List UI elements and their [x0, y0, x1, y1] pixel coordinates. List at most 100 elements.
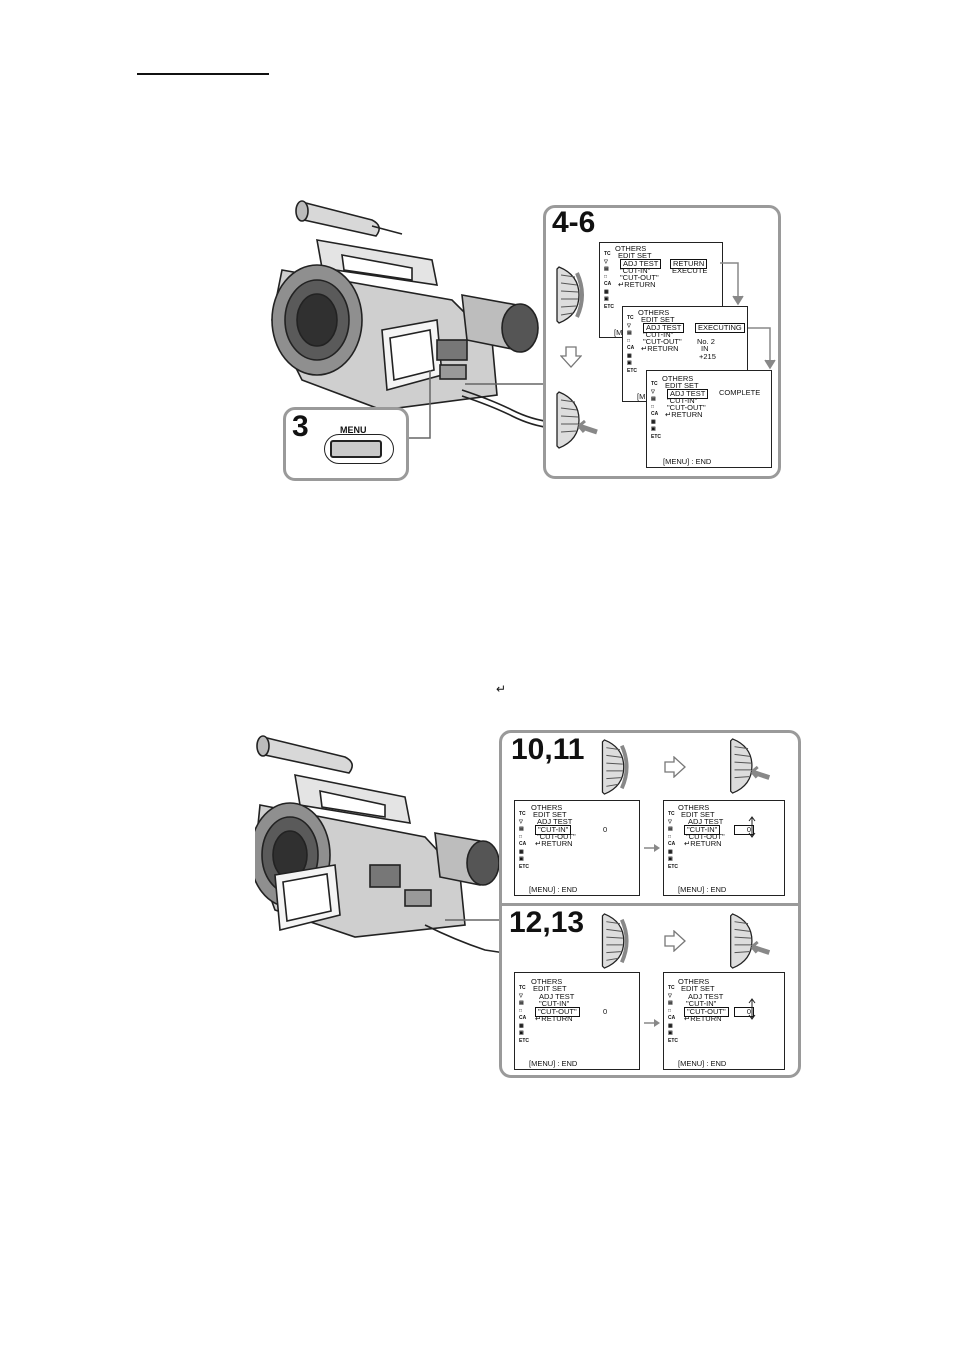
display-icon: ▤ — [668, 826, 673, 832]
ca-icon: CA — [668, 841, 676, 847]
screen-footer: [MENU] : END — [678, 1059, 727, 1068]
menu-screen-a2: OTHERS EDIT SET ADJ TEST "CUT-IN" 0 "CUT… — [663, 800, 785, 896]
camcorder-illustration-top — [271, 200, 552, 429]
menu-item-edit-set: EDIT SET — [665, 381, 699, 390]
ca-icon: CA — [651, 411, 659, 417]
return-icon: ↵ — [496, 682, 507, 696]
ca-icon: CA — [627, 345, 635, 351]
etc-icon: ETC — [519, 1038, 529, 1044]
tape-icon: ▦ — [651, 419, 656, 425]
etc-icon: ETC — [519, 864, 529, 870]
flow-arrows-top — [720, 262, 776, 370]
screen-title: OTHERS — [615, 244, 647, 253]
menu-item-cut-out: "CUT-OUT" — [643, 337, 682, 346]
lcd-icon: □ — [668, 834, 672, 840]
menu-item-edit-set: EDIT SET — [618, 251, 652, 260]
jog-dial-turn-icon — [556, 266, 584, 324]
cut-out-value: 0 — [603, 1007, 608, 1016]
menu-item-cut-in: "CUT-IN" — [620, 266, 651, 275]
menu-item-cut-in: "CUT-IN" — [539, 999, 570, 1008]
menu-item-adj-test: ADJ TEST — [537, 817, 573, 826]
menu-screen-b1: OTHERS EDIT SET ADJ TEST "CUT-IN" "CUT-O… — [514, 972, 640, 1070]
menu-item-return: ↵RETURN — [684, 839, 722, 848]
etc-icon: ETC — [651, 434, 661, 440]
tc-icon: TC — [627, 315, 634, 321]
screen-title: OTHERS — [678, 803, 710, 812]
status-complete: COMPLETE — [719, 388, 761, 397]
jog-dial-press-icon — [556, 391, 598, 449]
etc-icon: ETC — [604, 304, 614, 310]
menu-item-return: ↵RETURN — [535, 1014, 573, 1023]
test-number: No. 2 — [697, 337, 715, 346]
tape-icon: ▦ — [668, 1023, 673, 1029]
menu-item-cut-out: "CUT-OUT" — [620, 273, 659, 282]
setup-icon: ▣ — [668, 1030, 673, 1036]
step-10-11-label: 10,11 — [511, 733, 585, 766]
connector-lines-bottom — [445, 919, 499, 921]
display-icon: ▤ — [627, 330, 632, 336]
menu-screen-b2: OTHERS EDIT SET ADJ TEST "CUT-IN" "CUT-O… — [663, 972, 785, 1070]
setup-icon: ▣ — [604, 296, 609, 302]
status-executing: EXECUTING — [695, 323, 745, 333]
screen-title: OTHERS — [531, 803, 563, 812]
menu-item-return: ↵RETURN — [684, 1014, 722, 1023]
screen-title: OTHERS — [678, 977, 710, 986]
screen-footer: [MENU] : END — [529, 1059, 578, 1068]
menu-item-edit-set: EDIT SET — [533, 810, 567, 819]
tc-icon: TC — [519, 985, 526, 991]
option-execute: EXECUTE — [672, 266, 708, 275]
tc-icon: TC — [519, 811, 526, 817]
screen-footer: [M — [637, 392, 646, 401]
screen-title: OTHERS — [531, 977, 563, 986]
header-rule — [137, 73, 269, 75]
menu-item-return: ↵RETURN — [665, 410, 703, 419]
cut-in-value-field: 0 — [734, 825, 754, 835]
lcd-icon: □ — [668, 1008, 672, 1014]
test-in-label: IN — [701, 344, 709, 353]
screen-footer: [M — [614, 328, 623, 337]
setup-icon: ▣ — [519, 1030, 524, 1036]
setup-icon: ▣ — [668, 856, 673, 862]
menu-item-adj-test: ADJ TEST — [539, 992, 575, 1001]
ca-icon: CA — [668, 1015, 676, 1021]
menu-item-cut-out: "CUT-OUT" — [537, 832, 576, 841]
menu-button[interactable] — [330, 440, 382, 458]
lcd-icon: □ — [627, 338, 631, 344]
jog-dial-press-icon — [730, 738, 771, 794]
setup-icon: ▣ — [519, 856, 524, 862]
camera-icon: ▽ — [627, 323, 631, 329]
screen-title: OTHERS — [662, 374, 694, 383]
ca-icon: CA — [604, 281, 612, 287]
screen-footer: [MENU] : END — [663, 457, 712, 466]
camera-icon: ▽ — [604, 259, 608, 265]
setup-icon: ▣ — [627, 360, 632, 366]
menu-item-cut-out: "CUT-OUT" — [684, 1007, 729, 1017]
step-3-label: 3 — [292, 410, 309, 443]
menu-item-adj-test: ADJ TEST — [688, 817, 724, 826]
menu-item-adj-test: ADJ TEST — [643, 323, 685, 333]
ca-icon: CA — [519, 841, 527, 847]
tape-icon: ▦ — [519, 849, 524, 855]
menu-item-cut-out: "CUT-OUT" — [535, 1007, 580, 1017]
menu-item-cut-in: "CUT-IN" — [643, 330, 674, 339]
tc-icon: TC — [668, 985, 675, 991]
display-icon: ▤ — [519, 1000, 524, 1006]
display-icon: ▤ — [651, 396, 656, 402]
camera-icon: ▽ — [519, 993, 523, 999]
display-icon: ▤ — [668, 1000, 673, 1006]
jog-dial-turn-icon — [601, 913, 629, 969]
up-down-adjust-icon — [748, 816, 756, 838]
setup-icon: ▣ — [651, 426, 656, 432]
tape-icon: ▦ — [604, 289, 609, 295]
menu-item-return: ↵RETURN — [535, 839, 573, 848]
connector-lines-top — [405, 370, 544, 439]
menu-item-cut-in: "CUT-IN" — [535, 825, 572, 835]
lcd-icon: □ — [604, 274, 608, 280]
tape-icon: ▦ — [627, 353, 632, 359]
down-arrow-icon — [560, 346, 582, 368]
cut-out-value-field: 0 — [734, 1007, 754, 1017]
etc-icon: ETC — [668, 1038, 678, 1044]
tc-icon: TC — [604, 251, 611, 257]
menu-item-edit-set: EDIT SET — [641, 315, 675, 324]
lcd-icon: □ — [519, 1008, 523, 1014]
